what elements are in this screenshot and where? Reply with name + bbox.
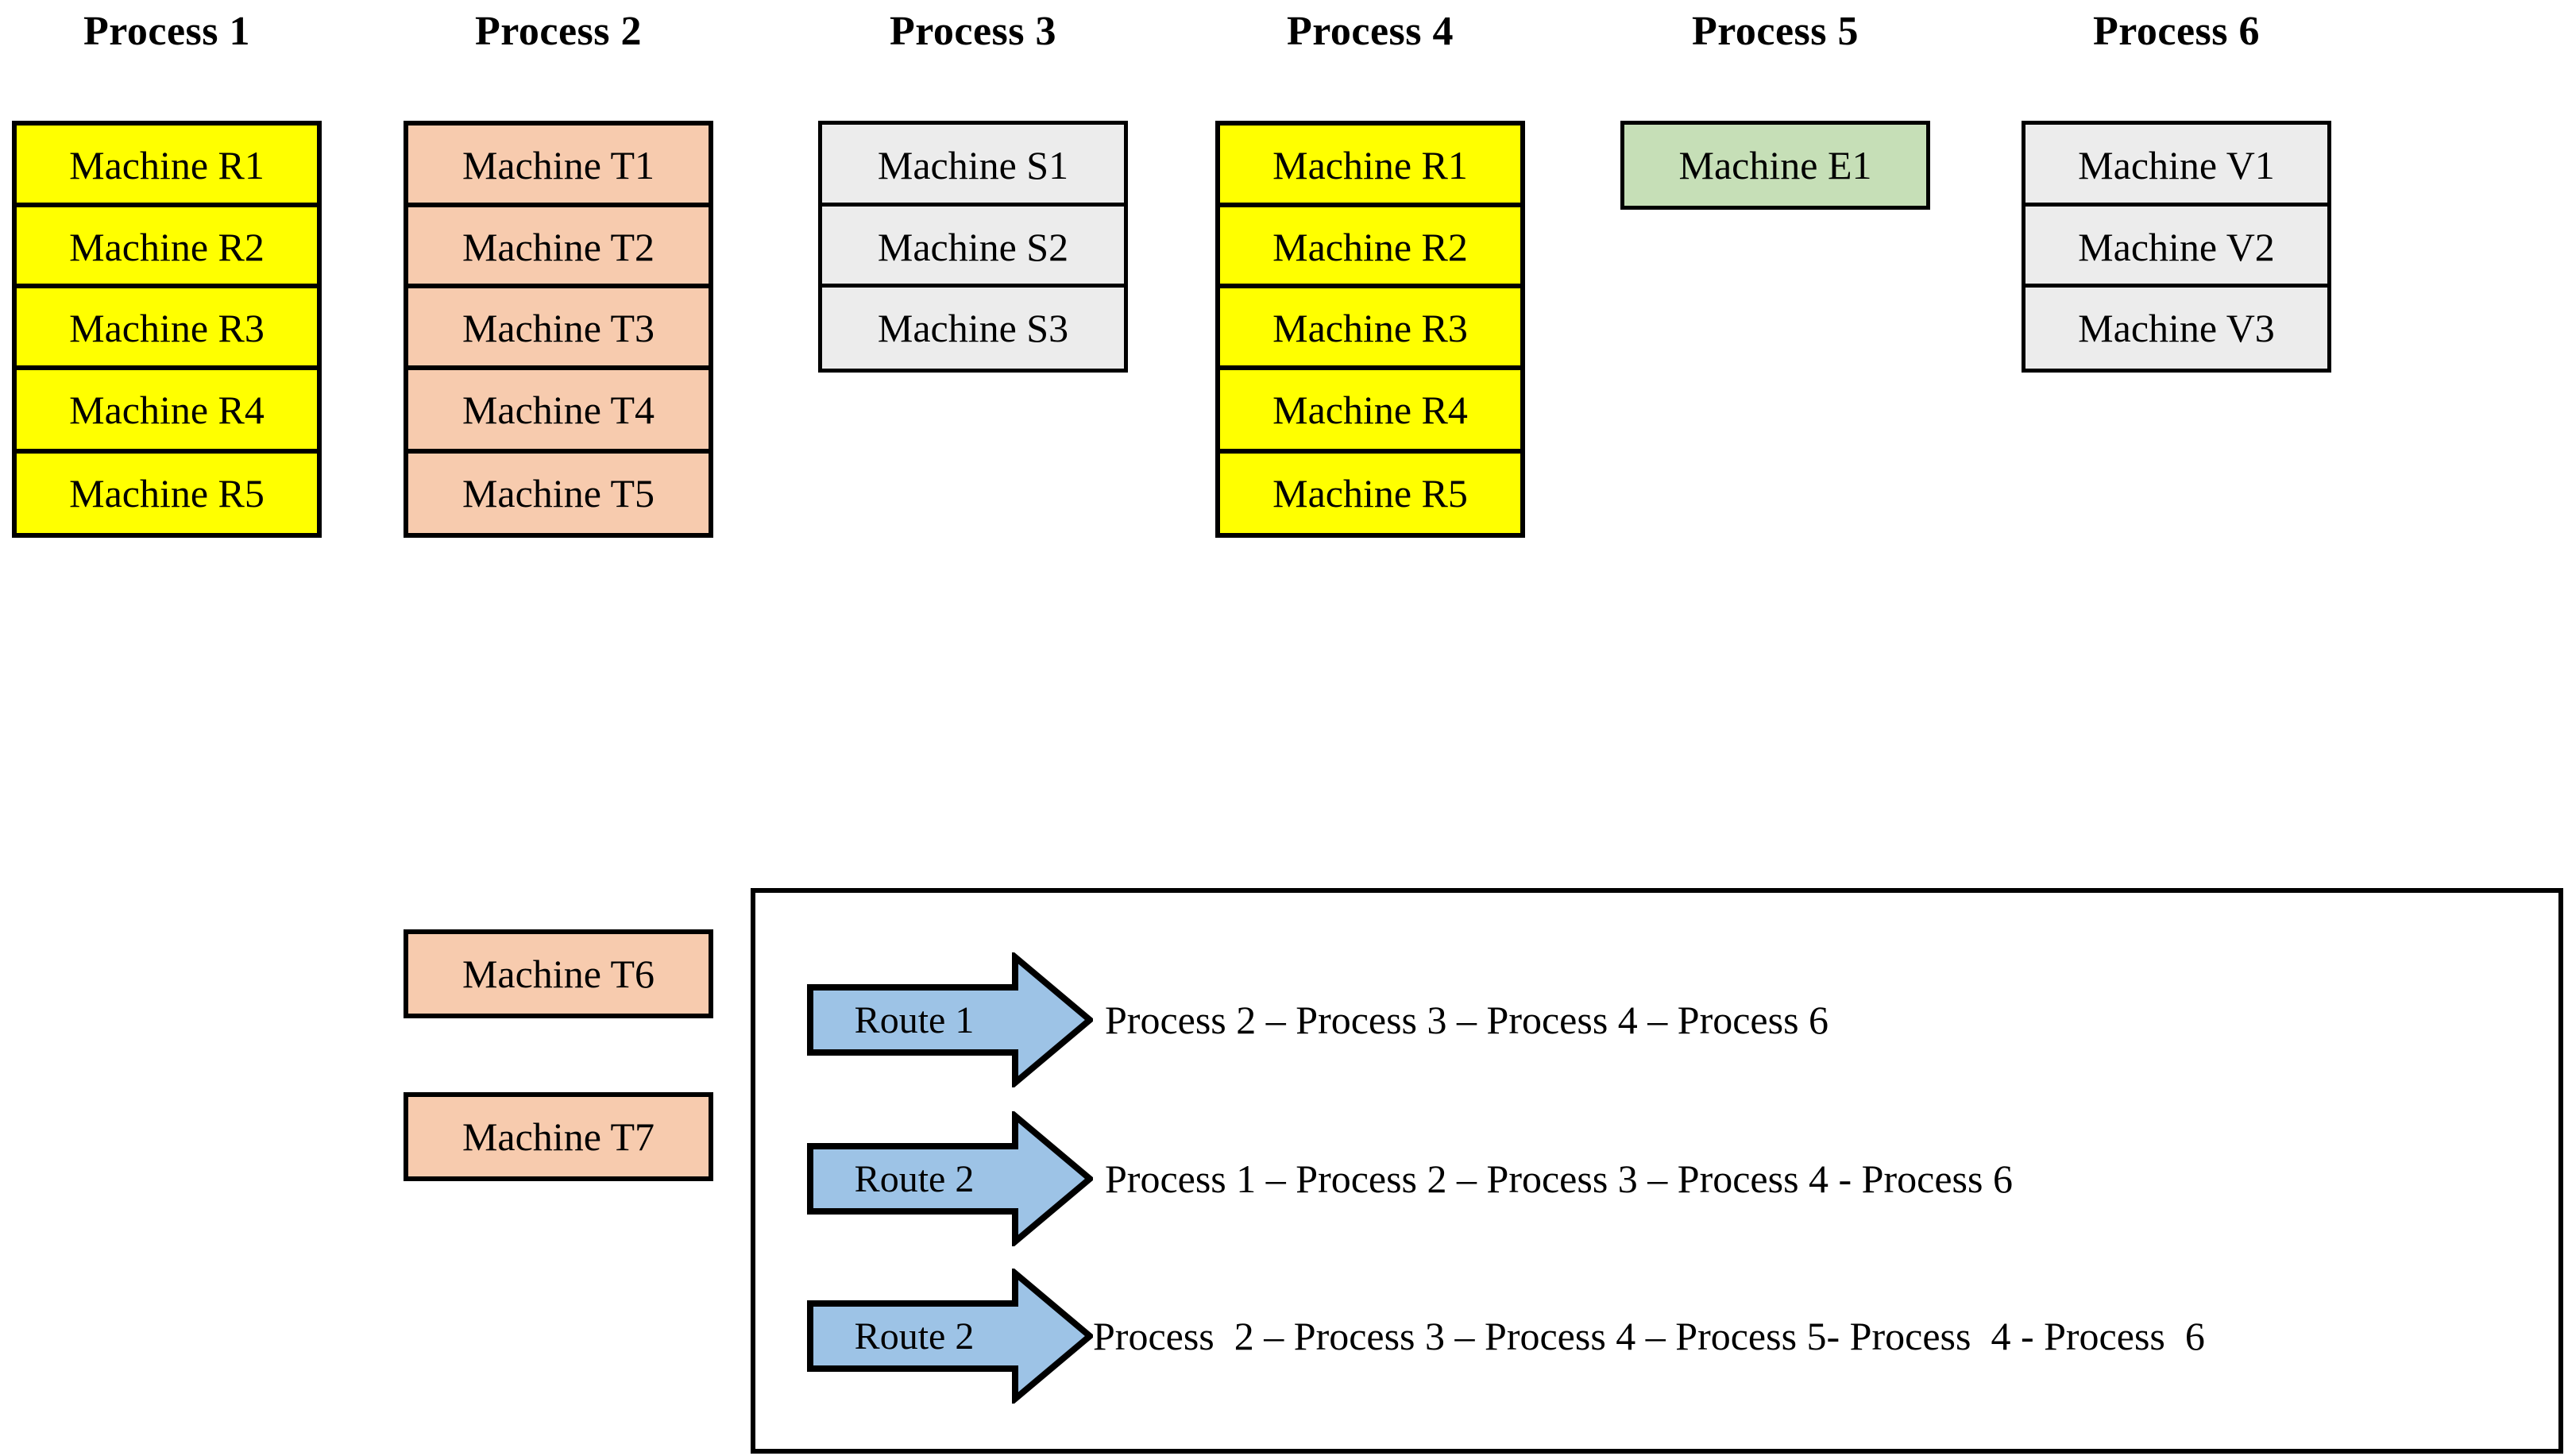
machine-box: Machine R4 [1215,365,1525,454]
machine-box: Machine T3 [404,284,713,373]
machine-box: Machine S1 [818,121,1128,210]
machine-box: Machine T1 [404,121,713,210]
machine-box: Machine T7 [404,1092,713,1181]
machine-box: Machine S3 [818,284,1128,373]
machine-box: Machine V1 [2022,121,2331,210]
route-description: Process 1 – Process 2 – Process 3 – Proc… [1105,1157,2013,1201]
machine-box: Machine R1 [12,121,322,210]
machine-box: Machine T5 [404,449,713,538]
column-header-process-1: Process 1 [83,9,251,54]
route-arrow-icon [807,1111,1093,1246]
machine-box: Machine R5 [12,449,322,538]
route-arrow-icon [807,952,1093,1087]
column-header-process-5: Process 5 [1691,9,1859,54]
machine-box: Machine V3 [2022,284,2331,373]
route-description: Process 2 – Process 3 – Process 4 – Proc… [1105,998,1829,1042]
column-header-process-4: Process 4 [1286,9,1454,54]
machine-box: Machine S2 [818,203,1128,292]
column-header-process-3: Process 3 [889,9,1057,54]
machine-box: Machine T6 [404,929,713,1018]
machine-box: Machine T2 [404,203,713,292]
column-header-process-2: Process 2 [474,9,643,54]
machine-box: Machine R3 [1215,284,1525,373]
machine-box: Machine R2 [12,203,322,292]
machine-box: Machine R5 [1215,449,1525,538]
machine-box: Machine R4 [12,365,322,454]
route-description: Process 2 – Process 3 – Process 4 – Proc… [1093,1314,2205,1358]
route-arrow-icon [807,1269,1093,1404]
machine-box: Machine T4 [404,365,713,454]
machine-box: Machine R2 [1215,203,1525,292]
machine-box: Machine E1 [1620,121,1930,210]
column-header-process-6: Process 6 [2092,9,2261,54]
machine-box: Machine R1 [1215,121,1525,210]
machine-box: Machine R3 [12,284,322,373]
machine-box: Machine V2 [2022,203,2331,292]
